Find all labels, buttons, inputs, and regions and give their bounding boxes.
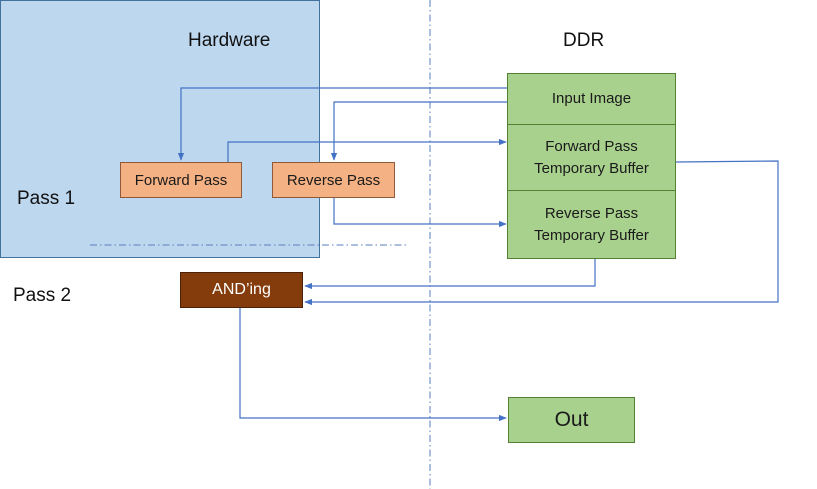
arrow-input-to-reverse-pass bbox=[330, 101, 507, 161]
ddr-reverse-pass-buffer: Reverse Pass Temporary Buffer bbox=[507, 190, 676, 259]
pass-1-label: Pass 1 bbox=[17, 188, 76, 209]
anding-block: AND’ing bbox=[180, 272, 303, 308]
pass-2-label: Pass 2 bbox=[13, 285, 72, 306]
ddr-header: DDR bbox=[563, 30, 605, 51]
input-image-label: Input Image bbox=[551, 90, 632, 107]
arrow-input-to-forward-pass bbox=[177, 87, 507, 161]
forward-pass-label: Forward Pass bbox=[134, 171, 228, 189]
arrow-forward-pass-to-buffer bbox=[227, 138, 507, 162]
out-label: Out bbox=[554, 408, 589, 431]
hardware-region bbox=[0, 0, 320, 258]
ddr-input-image: Input Image bbox=[507, 73, 676, 125]
forward-buffer-line-1: Forward Pass bbox=[545, 137, 638, 155]
reverse-pass-label: Reverse Pass bbox=[286, 171, 381, 189]
reverse-buffer-line-2: Temporary Buffer bbox=[534, 226, 649, 244]
arrow-reverse-pass-to-buffer bbox=[333, 198, 507, 228]
arrow-anding-to-out bbox=[239, 308, 507, 422]
anding-label: AND’ing bbox=[212, 281, 271, 298]
forward-pass-block: Forward Pass bbox=[120, 162, 242, 198]
reverse-pass-block: Reverse Pass bbox=[272, 162, 395, 198]
out-block: Out bbox=[508, 397, 635, 443]
reverse-buffer-line-1: Reverse Pass bbox=[544, 204, 639, 222]
arrow-reverse-buffer-to-anding bbox=[304, 259, 596, 290]
forward-buffer-line-2: Temporary Buffer bbox=[534, 159, 649, 177]
arrow-forward-buffer-to-anding bbox=[304, 160, 779, 306]
hardware-header: Hardware bbox=[188, 30, 271, 51]
ddr-forward-pass-buffer: Forward Pass Temporary Buffer bbox=[507, 124, 676, 191]
